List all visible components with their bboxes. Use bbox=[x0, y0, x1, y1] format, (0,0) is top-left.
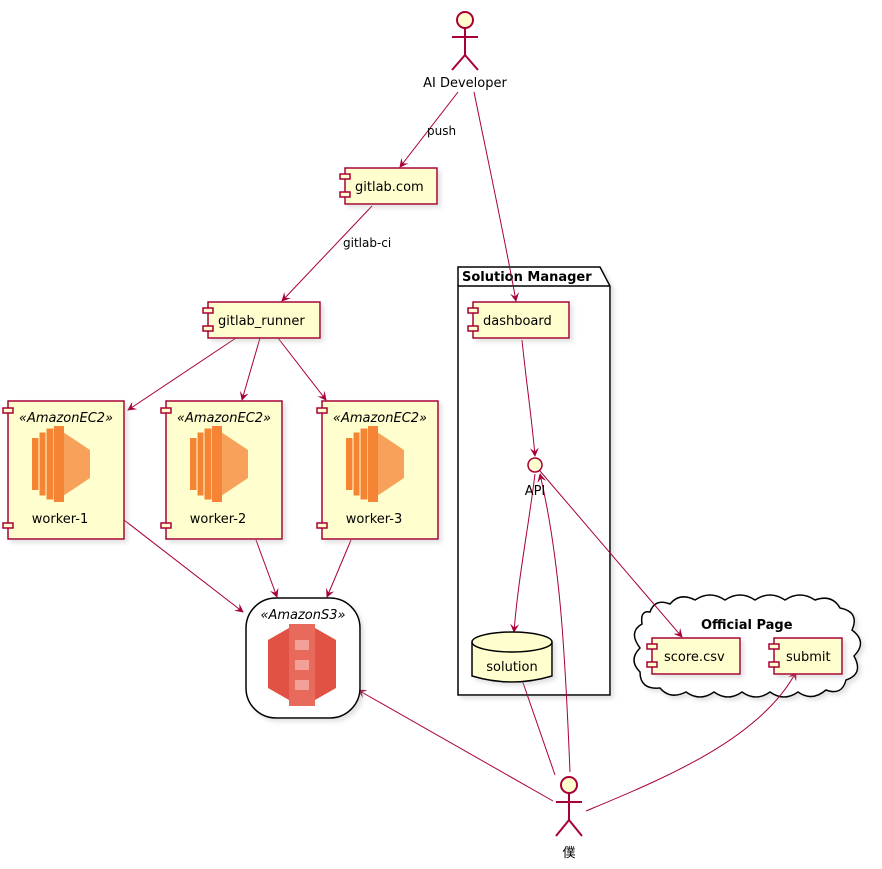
me-actor-label: 僕 bbox=[562, 846, 575, 861]
worker-2-stereotype: «AmazonEC2» bbox=[177, 411, 271, 426]
s3-stereotype: «AmazonS3» bbox=[260, 608, 345, 623]
edge-worker3-s3 bbox=[325, 539, 352, 598]
edge-runner-worker1 bbox=[127, 337, 237, 411]
api-interface-icon[interactable] bbox=[527, 457, 543, 473]
edges bbox=[123, 91, 797, 812]
score-csv-label: score.csv bbox=[664, 650, 725, 665]
edge-developer-dashboard bbox=[473, 91, 519, 302]
worker-1-stereotype: «AmazonEC2» bbox=[19, 411, 113, 426]
edge-developer-gitlab bbox=[399, 91, 459, 168]
edge-me-s3 bbox=[357, 689, 554, 802]
submit-label: submit bbox=[786, 650, 831, 665]
submit-component[interactable]: submit bbox=[768, 637, 843, 675]
developer-actor-label: AI Developer bbox=[423, 76, 507, 91]
worker-3-stereotype: «AmazonEC2» bbox=[333, 411, 427, 426]
edge-worker2-s3 bbox=[255, 539, 279, 598]
worker-2-label: worker-2 bbox=[190, 512, 246, 527]
solution-manager-title: Solution Manager bbox=[462, 270, 592, 285]
s3-icon bbox=[268, 624, 336, 706]
worker-1-label: worker-1 bbox=[32, 512, 88, 527]
gitlab-runner-component[interactable]: gitlab_runner bbox=[202, 301, 321, 339]
gitlab-com-label: gitlab.com bbox=[355, 180, 424, 195]
dashboard-component[interactable]: dashboard bbox=[467, 301, 570, 339]
gitlab-runner-label: gitlab_runner bbox=[218, 314, 305, 329]
solution-database[interactable] bbox=[471, 631, 553, 683]
s3-storage-node[interactable]: «AmazonS3» bbox=[245, 597, 361, 719]
worker-2-node[interactable]: «AmazonEC2» worker-2 bbox=[160, 400, 283, 540]
worker-3-node[interactable]: «AmazonEC2» worker-3 bbox=[316, 400, 439, 540]
api-label: API bbox=[525, 484, 546, 499]
me-actor-icon bbox=[555, 776, 583, 837]
worker-3-label: worker-3 bbox=[346, 512, 402, 527]
edge-runner-worker2 bbox=[239, 337, 261, 401]
edge-label-gitlab-ci: gitlab-ci bbox=[343, 236, 391, 250]
developer-actor-icon bbox=[451, 11, 479, 71]
edge-api-score bbox=[539, 470, 683, 638]
edge-dashboard-api bbox=[521, 339, 539, 457]
edge-gitlab-runner bbox=[281, 205, 373, 302]
edge-me-api bbox=[537, 473, 571, 773]
dashboard-label: dashboard bbox=[483, 314, 552, 329]
solution-database-label: solution bbox=[486, 660, 537, 675]
edge-label-push: push bbox=[427, 124, 456, 138]
edge-api-solution bbox=[510, 473, 536, 633]
worker-1-node[interactable]: «AmazonEC2» worker-1 bbox=[2, 400, 125, 540]
gitlab-com-component[interactable]: gitlab.com bbox=[339, 167, 438, 205]
official-page-title: Official Page bbox=[701, 618, 793, 633]
edge-worker1-s3 bbox=[123, 519, 244, 613]
score-csv-component[interactable]: score.csv bbox=[646, 637, 741, 675]
edge-me-submit bbox=[585, 671, 797, 812]
edge-runner-worker3 bbox=[277, 337, 327, 401]
edge-me-solution bbox=[518, 673, 556, 776]
